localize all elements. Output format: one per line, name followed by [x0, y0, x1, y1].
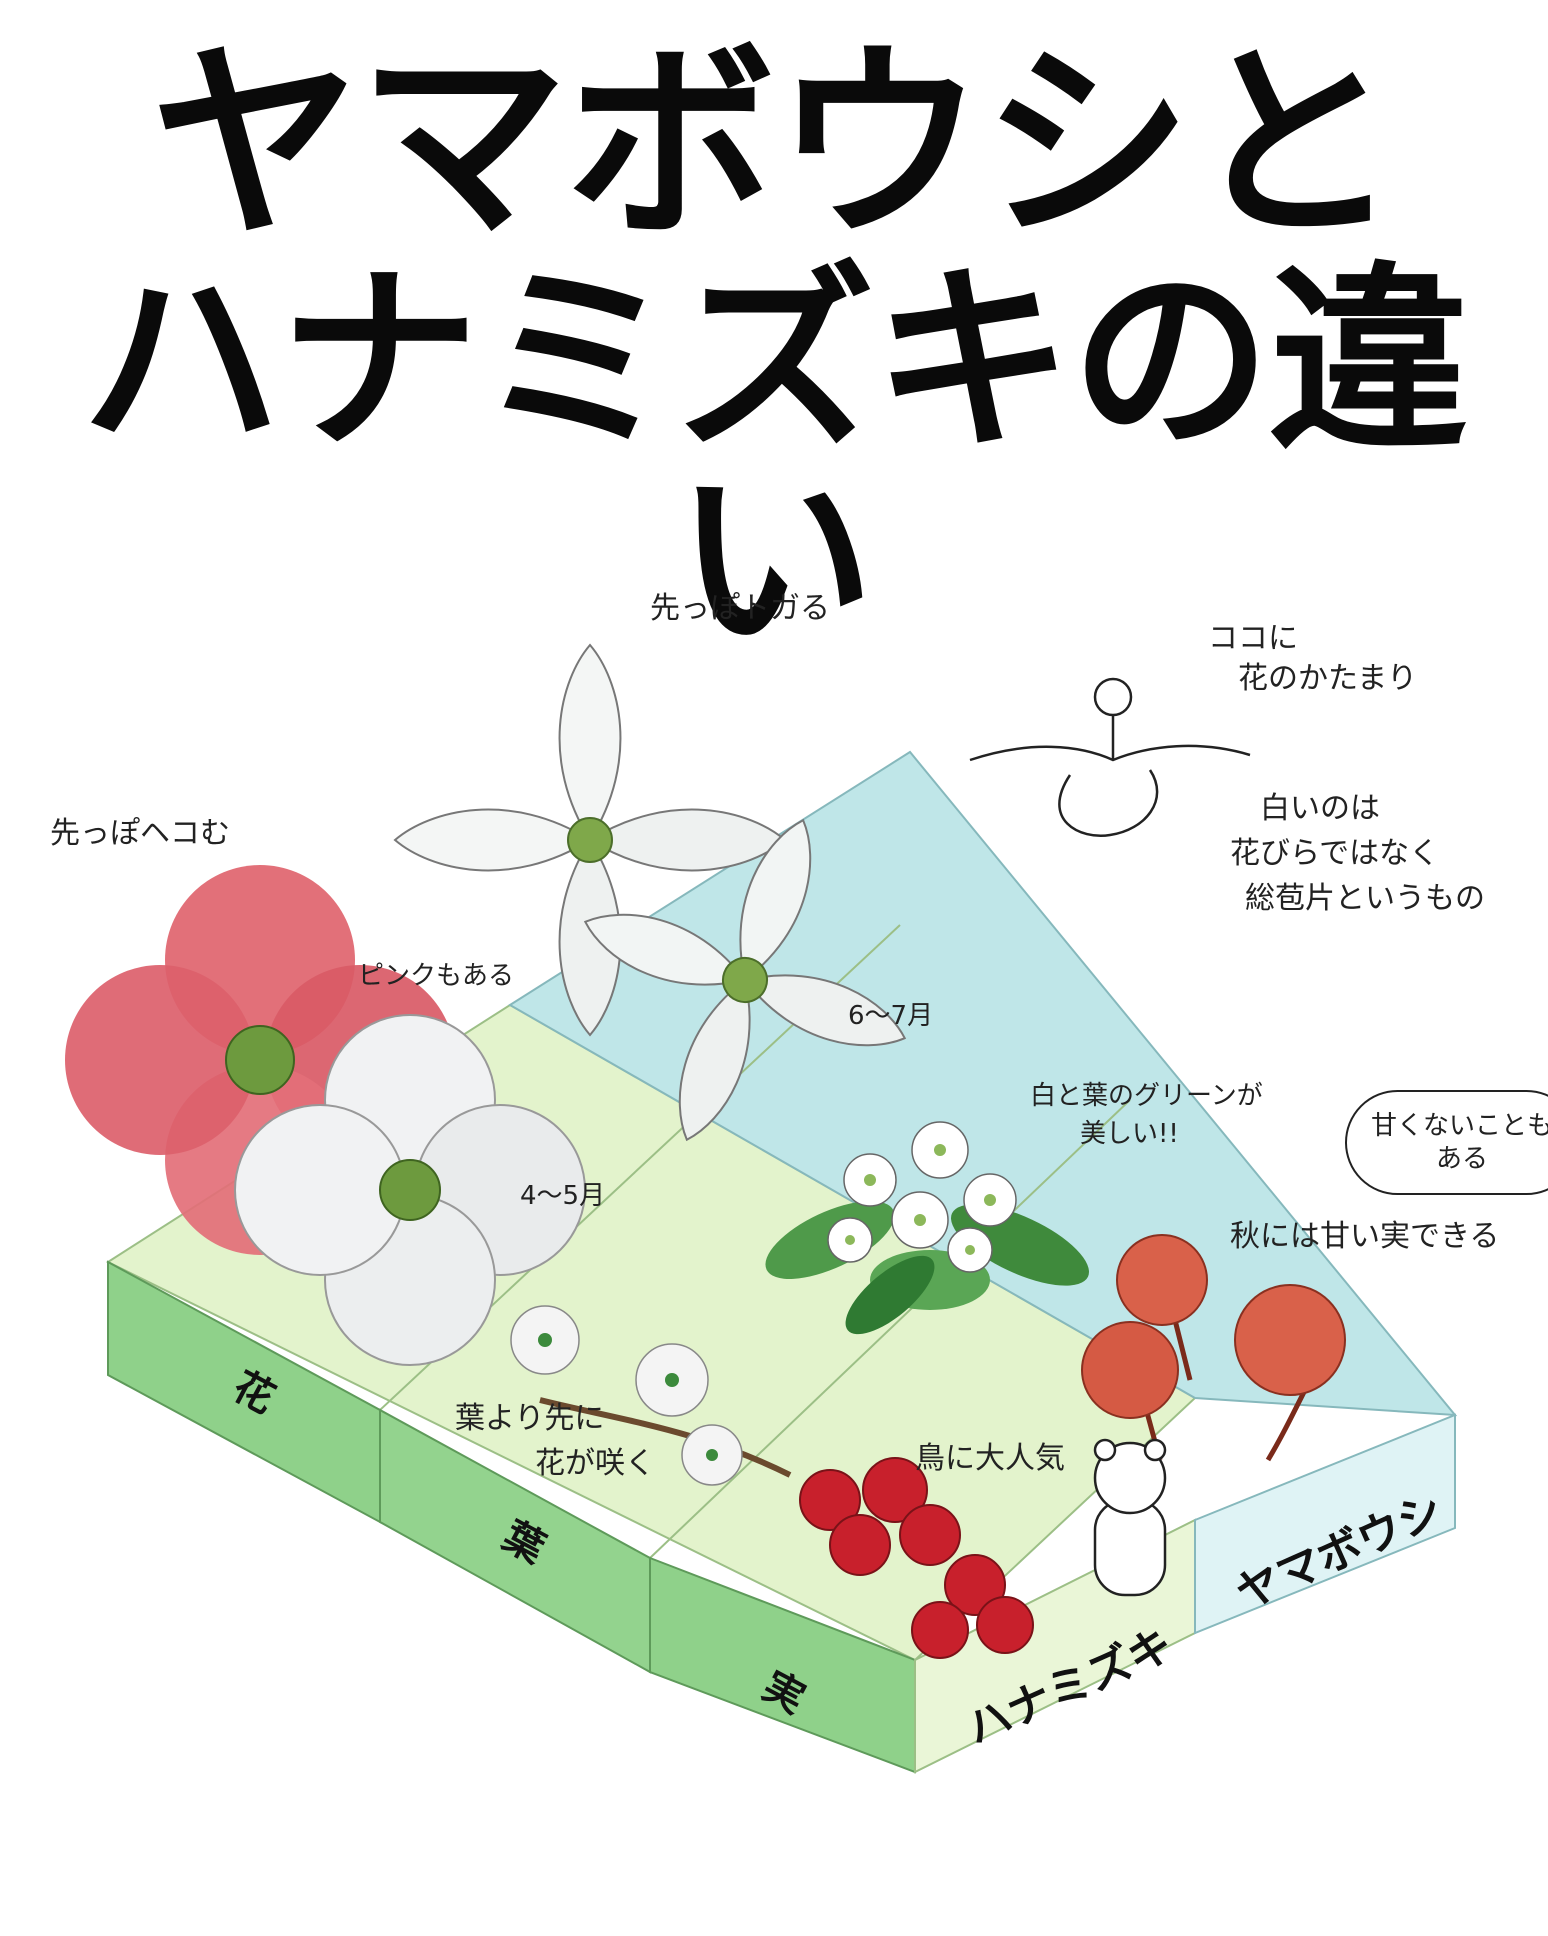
note-not-sweet-2: ある: [1436, 1143, 1489, 1174]
yamaboushi-flower-medium: [583, 818, 907, 1142]
hanamizuki-berries: [799, 1457, 1034, 1659]
bear-mascot: [1093, 1438, 1167, 1597]
note-flower-cluster-1: ココに: [1208, 621, 1298, 656]
yamaboushi-leaf-cluster: [765, 1121, 1089, 1335]
note-bract-3: 総苞片というもの: [1245, 881, 1485, 916]
note-green-white-1: 白と葉のグリーンが: [1030, 1081, 1263, 1111]
note-months-yama: 6〜7月: [848, 1001, 934, 1031]
note-green-white-2: 美しい!!: [1080, 1119, 1179, 1149]
bract-diagram: [969, 677, 1251, 837]
hanamizuki-twig: [510, 1305, 792, 1486]
note-tip-pointed: 先っぽトガる: [650, 591, 830, 626]
note-flower-cluster-2: 花のかたまり: [1238, 661, 1418, 696]
title-line-1: ヤマボウシと: [149, 22, 1400, 267]
note-sweet-fruit: 秋には甘い実できる: [1230, 1219, 1500, 1254]
hanamizuki-white-flower: [234, 1014, 586, 1366]
note-leaf-first-2: 花が咲く: [535, 1446, 655, 1481]
note-not-sweet-1: 甘くないことも: [1371, 1111, 1548, 1141]
column-side-yamaboushi: [1194, 1413, 1456, 1635]
note-bird-popular: 鳥に大人気: [915, 1441, 1065, 1476]
note-tip-dented: 先っぽヘコむ: [50, 816, 230, 851]
speech-bubble: 甘くないことも ある: [1345, 1090, 1548, 1195]
yamaboushi-flower-large: [393, 643, 787, 1037]
note-leaf-first-1: 葉より先に: [455, 1401, 605, 1436]
yamaboushi-fruits: [1081, 1234, 1346, 1462]
note-months-hana: 4〜5月: [520, 1181, 606, 1211]
note-bract-1: 白いのは: [1260, 791, 1380, 826]
note-pink-also: ピンクもある: [358, 961, 515, 991]
row-divider-2: [649, 1099, 1131, 1559]
note-bract-2: 花びらではなく: [1230, 836, 1440, 871]
title-line-2: ハナミズキの違い: [80, 245, 1469, 678]
